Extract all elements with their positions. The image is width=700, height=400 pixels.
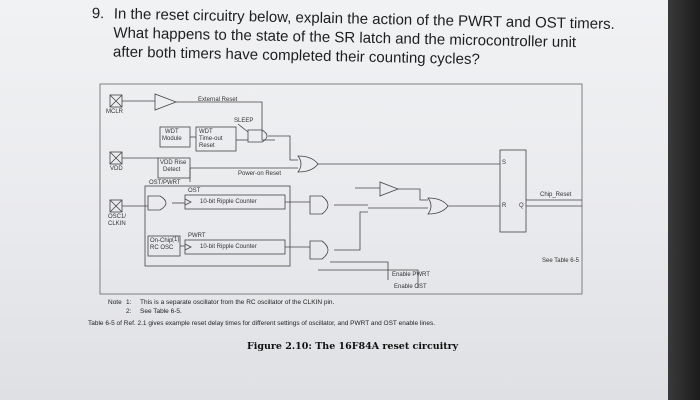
ost-pwrt-label: OST/PWRT: [149, 180, 181, 186]
r-or-gate: [427, 197, 449, 215]
see-table-label: See Table 6-5: [542, 258, 579, 264]
vdd-rise-label-1: VDD Rise: [160, 160, 187, 166]
ost-pwrt-box: [144, 185, 291, 267]
pwrt-counter-label: 10-bit Ripple Counter: [200, 244, 257, 250]
vdd-label: VDD: [110, 166, 123, 172]
pwrt-label: PWRT: [188, 233, 206, 239]
wdt-timeout-label-1: WDT: [199, 129, 213, 135]
note-1-text: This is a separate oscillator from the R…: [140, 299, 335, 306]
wdt-timeout-box: [195, 126, 237, 152]
sr-latch: [499, 149, 527, 233]
enable-pwrt-label: Enable PWRT: [392, 272, 430, 278]
mclr-schmitt-buffer: [154, 93, 178, 111]
latch-r-label: R: [502, 203, 507, 209]
ost-and-gate: [309, 195, 329, 215]
sleep-label: SLEEP: [234, 118, 254, 124]
latch-q-label: Q: [519, 203, 524, 209]
note-1-number: 1:: [126, 299, 132, 306]
table-reference-line: Table 6-5 of Ref. 2.1 gives example rese…: [88, 320, 436, 327]
reset-or-gate: [297, 155, 319, 173]
wdt-timeout-label-2: Time-out: [199, 136, 223, 142]
external-reset-label: External Reset: [198, 97, 238, 103]
enable-ost-label: Enable OST: [394, 284, 427, 290]
note-2-number: 2:: [126, 308, 132, 315]
dark-background-edge: [668, 0, 700, 400]
chip-reset-label: Chip_Reset: [540, 192, 572, 198]
reset-circuit-diagram: [99, 83, 583, 295]
ost-label: OST: [188, 188, 201, 194]
power-on-reset-label: Power-on Reset: [238, 171, 282, 177]
clkin-label: CLKIN: [108, 221, 126, 227]
mclr-label: MCLR: [106, 109, 124, 115]
onchip-note-label: (1): [172, 237, 180, 243]
r-buffer: [379, 181, 400, 197]
figure-border: [99, 83, 583, 295]
sleep-gate: [247, 129, 268, 143]
document-page: 9. In the reset circuitry below, explain…: [0, 0, 672, 400]
osc-buffer: [147, 195, 167, 211]
wdt-timeout-label-3: Reset: [199, 143, 215, 149]
vdd-rise-label-2: Detect: [163, 167, 181, 173]
osc1-label: OSC1/: [108, 214, 127, 220]
wdt-module-label-2: Module: [162, 136, 182, 142]
onchip-label-1: On-Chip: [150, 238, 173, 244]
note-2-text: See Table 6-5.: [140, 308, 182, 315]
note-label: Note: [108, 299, 122, 306]
wdt-module-label-1: WDT: [165, 129, 179, 135]
figure-caption: Figure 2.10: The 16F84A reset circuitry: [247, 341, 459, 352]
ost-counter-label: 10-bit Ripple Counter: [200, 199, 257, 205]
onchip-label-2: RC OSC: [150, 245, 174, 251]
latch-s-label: S: [502, 160, 507, 166]
pwrt-and-gate: [309, 240, 329, 260]
